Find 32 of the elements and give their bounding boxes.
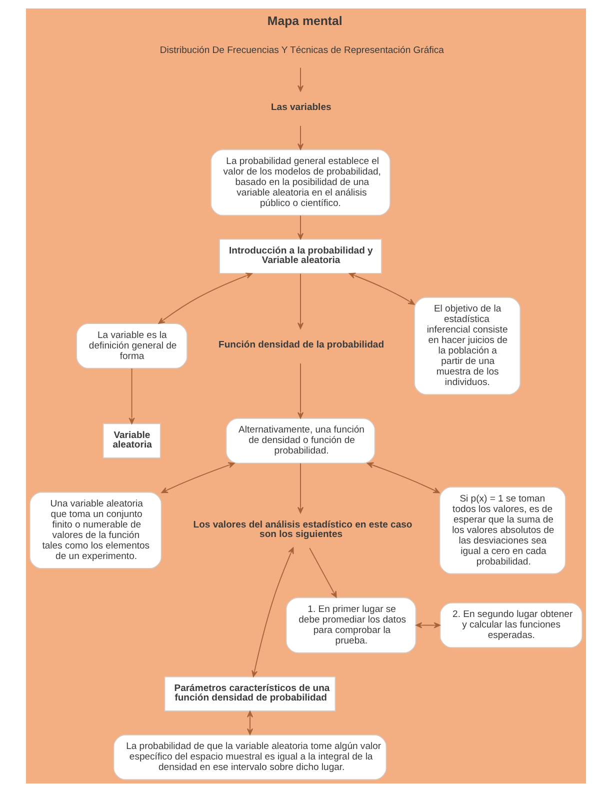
node-box: 1. En primer lugar se debe promediar los datos para comprobar la prueba. bbox=[286, 597, 416, 654]
arrow bbox=[297, 125, 304, 150]
arrow bbox=[128, 368, 135, 424]
node-box: Introducción a la probabilidad y Variable aleatoria bbox=[219, 238, 382, 274]
node-box: Una variable aleatoria que toma un conjunto finito o numerable de valores de la función tales como los elementos de un experimento. bbox=[29, 492, 162, 569]
node-text: Función densidad de la probabilidad bbox=[218, 339, 384, 350]
arrow bbox=[348, 272, 415, 305]
node-box: La variable es la definición general de forma bbox=[76, 323, 188, 369]
arrow bbox=[297, 67, 304, 92]
arrow bbox=[309, 547, 337, 598]
node-text: Los valores del análisis estadístico en este caso son los siguientes bbox=[193, 520, 412, 540]
arrow bbox=[297, 363, 304, 419]
node-text: Distribución De Frecuencias Y Técnicas de Representación Gráfica bbox=[160, 44, 444, 56]
arrow bbox=[416, 622, 440, 628]
node-box: Variable aleatoria bbox=[102, 423, 161, 458]
arrow bbox=[158, 272, 252, 324]
node-box: Si p(x) = 1 se toman todos los valores, es de esperar que la suma de los valores absolutos de las desviaciones sea igual a cero en cada probabilidad. bbox=[439, 486, 566, 574]
node-box: La probabilidad general establece el valor de los modelos de probabilidad, basado en la posibilidad de una variable aleatoria en el análisis público o científico. bbox=[210, 149, 391, 216]
arrow bbox=[297, 462, 304, 514]
arrow bbox=[252, 547, 294, 678]
arrow bbox=[161, 462, 235, 494]
arrow bbox=[367, 462, 440, 494]
diagram-title: Mapa mental bbox=[267, 14, 342, 28]
arrow bbox=[297, 273, 304, 330]
node-box: 2. En segundo lugar obtener y calcular las funciones esperadas. bbox=[440, 602, 583, 648]
node-box: Parámetros característicos de una función densidad de probabilidad bbox=[164, 676, 336, 712]
node-box: El objetivo de la estadística inferencial consiste en hacer juicios de la población a partir de una muestra de los individuos. bbox=[414, 296, 521, 396]
arrow bbox=[297, 215, 304, 240]
arrow bbox=[246, 710, 254, 735]
node-box: La probabilidad de que la variable aleatoria tome algún valor específico del espacio muestral es igual a la integral de la densidad en ese intervalo sobre dicho lugar. bbox=[113, 734, 387, 780]
node-box: Alternativamente, una función de densidad o función de probabilidad. bbox=[226, 418, 376, 464]
node-text: Las variables bbox=[270, 102, 332, 114]
